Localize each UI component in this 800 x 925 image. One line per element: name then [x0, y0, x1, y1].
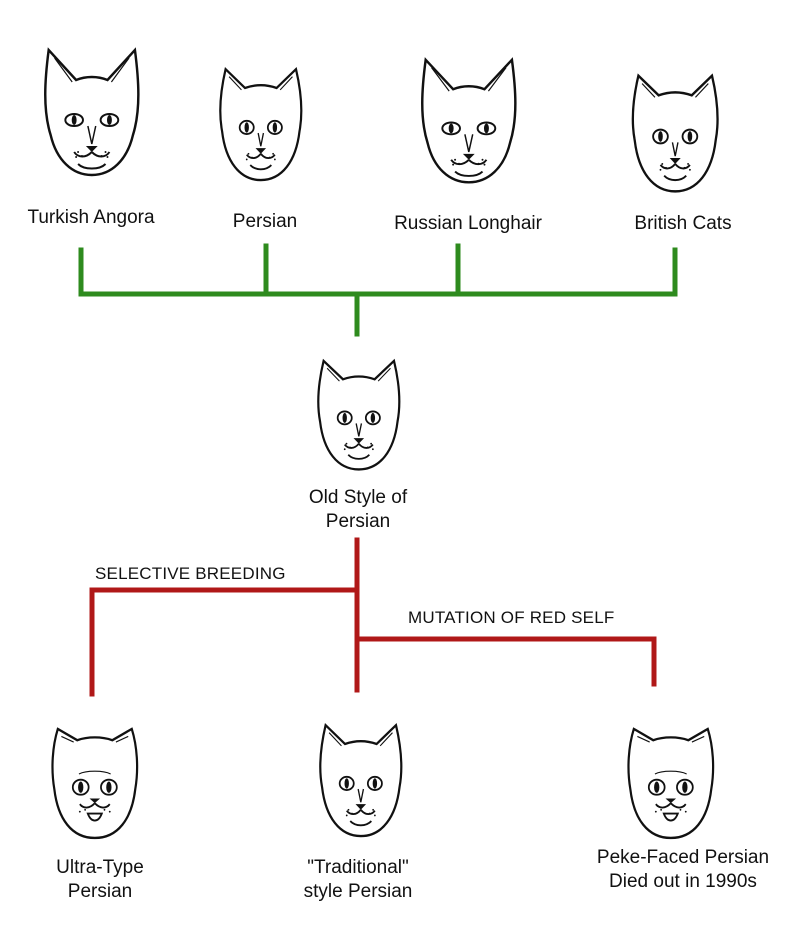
russian-longhair-cat-head-icon	[421, 58, 517, 184]
descendant-label-line-1: Ultra-Type	[56, 857, 144, 878]
turkish-angora-cat-head-icon	[44, 48, 140, 177]
persian-cat-head-icon	[219, 67, 303, 182]
descendant-label-line-2: style Persian	[303, 881, 413, 902]
peke-faced-persian-cat-head-icon	[627, 727, 715, 840]
center-label-line-1: Old Style of	[308, 487, 408, 508]
edge-label-mutation: MUTATION OF RED SELF	[408, 608, 615, 627]
ancestor-label-persian: Persian	[232, 211, 298, 232]
descendant-label-peke-faced-persian: Peke-Faced Persian Died out in 1990s	[597, 846, 769, 894]
traditional-persian-cat-head-icon	[319, 723, 403, 838]
old-style-persian-cat-head-icon	[317, 359, 401, 471]
ancestor-label-british-cats: British Cats	[634, 213, 732, 234]
breeding-connectors	[89, 537, 657, 697]
ancestor-label-russian-longhair: Russian Longhair	[394, 213, 542, 234]
descendant-label-line-1: "Traditional"	[307, 857, 409, 878]
ancestor-label-turkish-angora: Turkish Angora	[27, 207, 155, 228]
center-label-line-2: Persian	[325, 511, 391, 532]
british-cats-cat-head-icon	[631, 74, 719, 193]
descendant-label-traditional-persian: "Traditional" style Persian	[304, 856, 413, 904]
edge-label-selective-breeding: SELECTIVE BREEDING	[95, 564, 286, 583]
descendant-label-ultra-type-persian: Ultra-Type Persian	[56, 856, 144, 904]
descendant-label-line-1: Peke-Faced Persian	[596, 847, 770, 868]
ancestry-connectors	[78, 243, 678, 337]
ultra-type-persian-cat-head-icon	[51, 727, 139, 840]
center-label-old-style-persian: Old Style of Persian	[309, 486, 407, 534]
descendant-label-line-2: Persian	[67, 881, 133, 902]
descendant-label-line-2: Died out in 1990s	[609, 871, 757, 892]
